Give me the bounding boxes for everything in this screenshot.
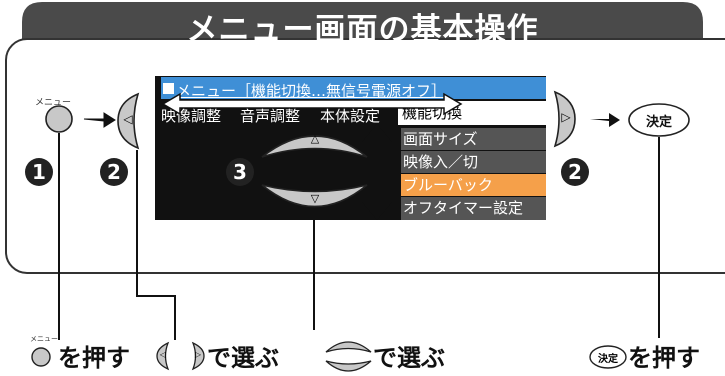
- caption-up-button-icon: [325, 341, 372, 353]
- right-button-icon: [553, 90, 576, 148]
- caption-press-menu: を押す: [58, 344, 130, 372]
- arrow-right-icon-2: [590, 113, 620, 127]
- down-arrow-glyph: ▽: [310, 192, 320, 205]
- caption-press-enter: を押す: [628, 344, 700, 372]
- up-arrow-glyph: △: [310, 132, 320, 145]
- enter-button-label: 決定: [645, 115, 672, 130]
- caption-left-button-icon: [156, 341, 170, 371]
- menu-header-icon: [163, 83, 174, 94]
- arrow-right-icon: [83, 112, 116, 128]
- menu-item-screen-size[interactable]: 画面サイズ: [401, 128, 546, 150]
- menu-item-video-onoff[interactable]: 映像入／切: [401, 151, 546, 173]
- menu-header-bar: [161, 77, 546, 99]
- step-number-3: 3: [226, 158, 254, 186]
- caption-right-glyph: ▷: [194, 350, 202, 359]
- caption-enter-button-icon: [589, 345, 627, 369]
- horizontal-double-arrow: [161, 92, 463, 116]
- menu-button-icon: [45, 105, 73, 133]
- caption-select-up-down: で選ぶ: [373, 344, 445, 372]
- tab-settings[interactable]: 本体設定: [320, 107, 381, 125]
- down-button-icon: [261, 184, 368, 208]
- caption-right-button-icon: [191, 341, 205, 371]
- caption-select-left-right: で選ぶ: [207, 344, 279, 372]
- up-button-icon: [261, 135, 368, 158]
- caption-enter-label: 決定: [598, 354, 618, 365]
- leader-lines: [58, 133, 660, 340]
- caption-menu-small-label: メニュー: [30, 335, 58, 343]
- right-arrow-glyph: ▷: [561, 110, 571, 124]
- vertical-double-arrow: [362, 124, 392, 220]
- menu-item-blue-back[interactable]: ブルーバック: [401, 174, 546, 196]
- left-button-icon: [117, 92, 140, 150]
- step-number-1: 1: [25, 158, 53, 186]
- caption-down-button-icon: [325, 360, 372, 372]
- step-number-2-left: 2: [100, 158, 128, 186]
- page-title: メニュー画面の基本操作: [186, 12, 539, 48]
- left-arrow-glyph: ◁: [123, 112, 133, 126]
- menu-item-off-timer[interactable]: オフタイマー設定: [401, 197, 546, 220]
- caption-menu-button-icon: [31, 347, 51, 367]
- caption-left-glyph: ◁: [159, 350, 167, 359]
- menu-button-label: メニュー: [35, 98, 72, 108]
- menu-header-text: メニュー［機能切換…無信号電源オフ］: [176, 82, 447, 100]
- tab-sound[interactable]: 音声調整: [240, 107, 301, 125]
- enter-button-icon: [628, 103, 690, 137]
- step-number-2-right: 2: [561, 158, 589, 186]
